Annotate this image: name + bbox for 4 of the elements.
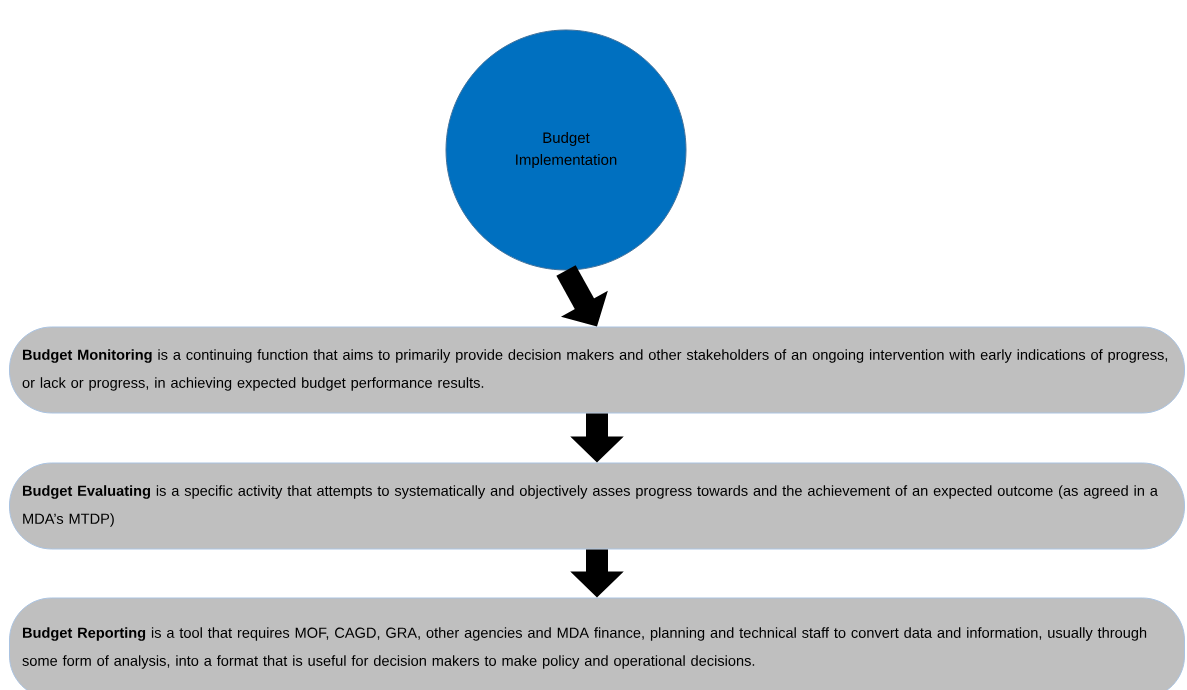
description-band: Budget Evaluating is a specific activity that attempts to systematically and objectively asses progress towards and the achievement of an expected outcome (as agreed in a MDA’s MTDP) — [9, 462, 1185, 550]
description-band: Budget Monitoring is a continuing function that aims to primarily provide decision makers and other stakeholders of an ongoing intervention with early indications of progress, or lack or progress, in achieving expected budget performance results. — [9, 326, 1185, 414]
circle-node: Budget Implementation — [445, 29, 687, 271]
description-band: Budget Reporting is a tool that requires MOF, CAGD, GRA, other agencies and MDA finance, planning and technical staff to convert data and information, usually through some form of analysis, into a format that is useful for decision makers to make policy and operational decisions. — [9, 597, 1185, 690]
